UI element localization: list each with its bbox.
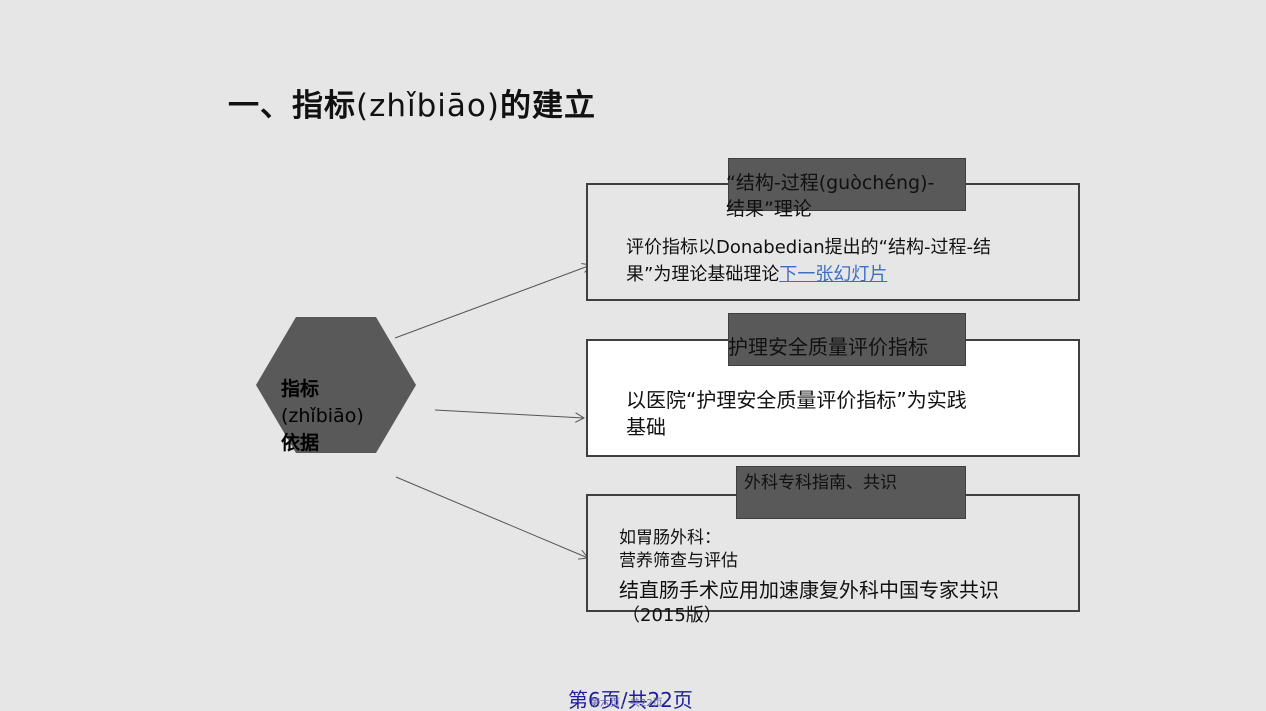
guideline-tab — [736, 466, 966, 519]
theory-body: 评价指标以Donabedian提出的“结构-过程-结 果”为理论基础理论下一张幻… — [626, 234, 991, 288]
guideline-tab-label: 外科专科指南、共识 — [744, 473, 897, 493]
guideline-body-line1: 如胃肠外科： — [619, 528, 721, 548]
practice-body: 以医院“护理安全质量评价指标”为实践 基础 — [626, 387, 967, 441]
guideline-body-top: 如胃肠外科： 营养筛查与评估 — [619, 527, 738, 573]
theory-tab-label: “结构-过程(guòchéng)- 结果”理论 — [726, 170, 934, 222]
theory-body-line2-text: 果”为理论基础理论 — [626, 264, 780, 285]
page-indicator[interactable]: 第6页/共22页 — [568, 688, 693, 711]
theory-body-line1: 评价指标以Donabedian提出的“结构-过程-结 — [626, 237, 991, 258]
theory-body-line2: 果”为理论基础理论下一张幻灯片 — [626, 261, 991, 288]
next-slide-link[interactable]: 下一张幻灯片 — [779, 264, 888, 285]
practice-body-line1: 以医院“护理安全质量评价指标”为实践 — [626, 388, 967, 412]
arrow-to-box-2 — [434, 409, 584, 418]
theory-tab-line2: 结果”理论 — [726, 198, 812, 220]
theory-tab — [728, 158, 966, 211]
guideline-body-line2: 营养筛查与评估 — [619, 551, 738, 571]
guideline-body-line4: （2015版） — [622, 605, 722, 626]
hexagon-label-line3: 依据 — [281, 432, 320, 454]
arrow-to-box-3 — [395, 476, 588, 558]
guideline-body-line3: 结直肠手术应用加速康复外科中国专家共识 — [619, 578, 999, 602]
theory-tab-line1: “结构-过程(guòchéng)- — [726, 172, 935, 194]
slide-title: 一、指标(zhǐbiāo)的建立 — [228, 80, 596, 125]
hexagon-label-line2: (zhǐbiāo) — [281, 405, 364, 427]
practice-body-line2: 基础 — [626, 415, 666, 439]
hexagon-label: 指标 (zhǐbiāo) 依据 — [281, 376, 364, 457]
title-pinyin: (zhǐbiāo) — [356, 88, 500, 124]
hexagon-label-line1: 指标 — [281, 378, 320, 400]
practice-tab — [728, 313, 966, 366]
arrow-to-box-1 — [394, 265, 591, 339]
page-indicator-overlay: 第六页，共22页 — [590, 698, 663, 709]
practice-tab-label: 护理安全质量评价指标 — [728, 335, 928, 359]
title-suffix: 的建立 — [499, 88, 596, 124]
title-prefix: 一、指标 — [228, 88, 356, 124]
